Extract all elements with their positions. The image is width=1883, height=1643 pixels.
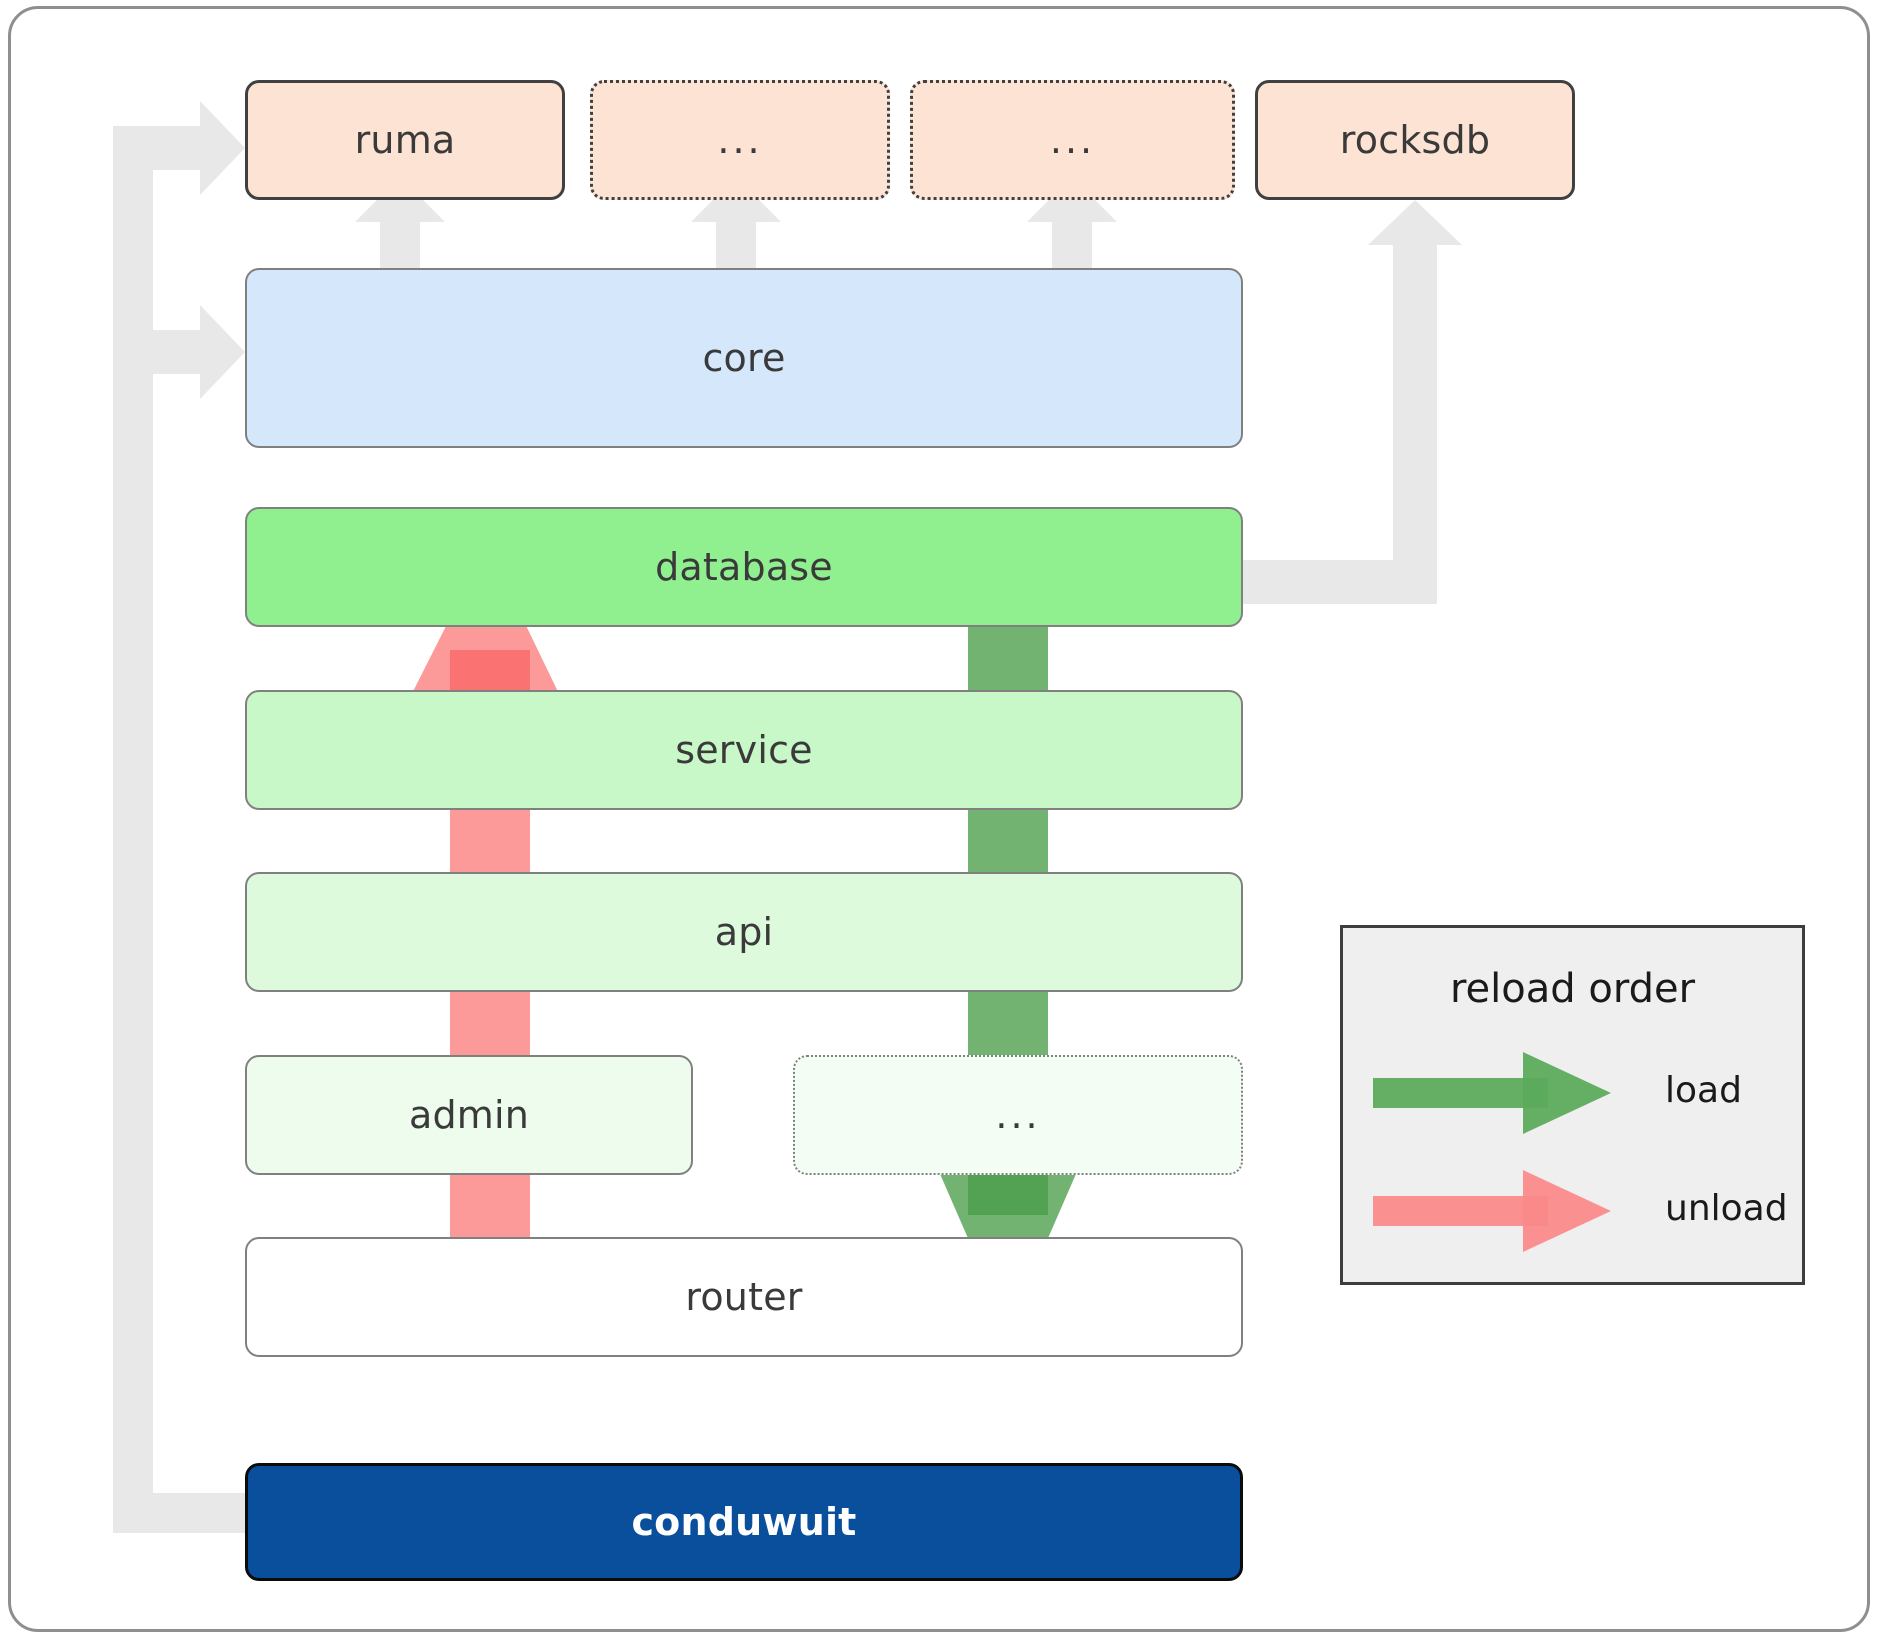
node-conduwuit[interactable]: conduwuit — [245, 1463, 1243, 1581]
diagram-frame — [8, 6, 1870, 1632]
node-api-label: api — [714, 910, 774, 954]
legend-unload-label: unload — [1665, 1188, 1788, 1229]
node-dep-placeholder-1-label: ... — [717, 117, 763, 162]
node-sub-placeholder[interactable]: ... — [793, 1055, 1243, 1175]
node-admin[interactable]: admin — [245, 1055, 693, 1175]
node-rocksdb[interactable]: rocksdb — [1255, 80, 1575, 200]
node-dep-placeholder-2[interactable]: ... — [910, 80, 1235, 200]
node-service-label: service — [675, 728, 813, 772]
node-router-label: router — [685, 1275, 803, 1319]
node-database-label: database — [655, 545, 833, 589]
legend-title: reload order — [1449, 966, 1696, 1012]
legend-unload-arrow-icon — [1373, 1170, 1611, 1252]
node-core-label: core — [702, 336, 786, 380]
legend-panel: reload order load unload — [1340, 925, 1805, 1285]
legend-load-label: load — [1665, 1070, 1742, 1111]
node-router[interactable]: router — [245, 1237, 1243, 1357]
node-dep-placeholder-2-label: ... — [1049, 117, 1096, 162]
legend-load-arrow-icon — [1373, 1052, 1611, 1134]
node-api[interactable]: api — [245, 872, 1243, 992]
node-conduwuit-label: conduwuit — [631, 1500, 857, 1544]
node-service[interactable]: service — [245, 690, 1243, 810]
node-rocksdb-label: rocksdb — [1339, 118, 1491, 162]
node-admin-label: admin — [408, 1093, 530, 1137]
node-database[interactable]: database — [245, 507, 1243, 627]
node-dep-placeholder-1[interactable]: ... — [590, 80, 890, 200]
node-core[interactable]: core — [245, 268, 1243, 448]
node-ruma-label: ruma — [354, 118, 456, 162]
node-ruma[interactable]: ruma — [245, 80, 565, 200]
node-sub-placeholder-label: ... — [995, 1092, 1041, 1137]
